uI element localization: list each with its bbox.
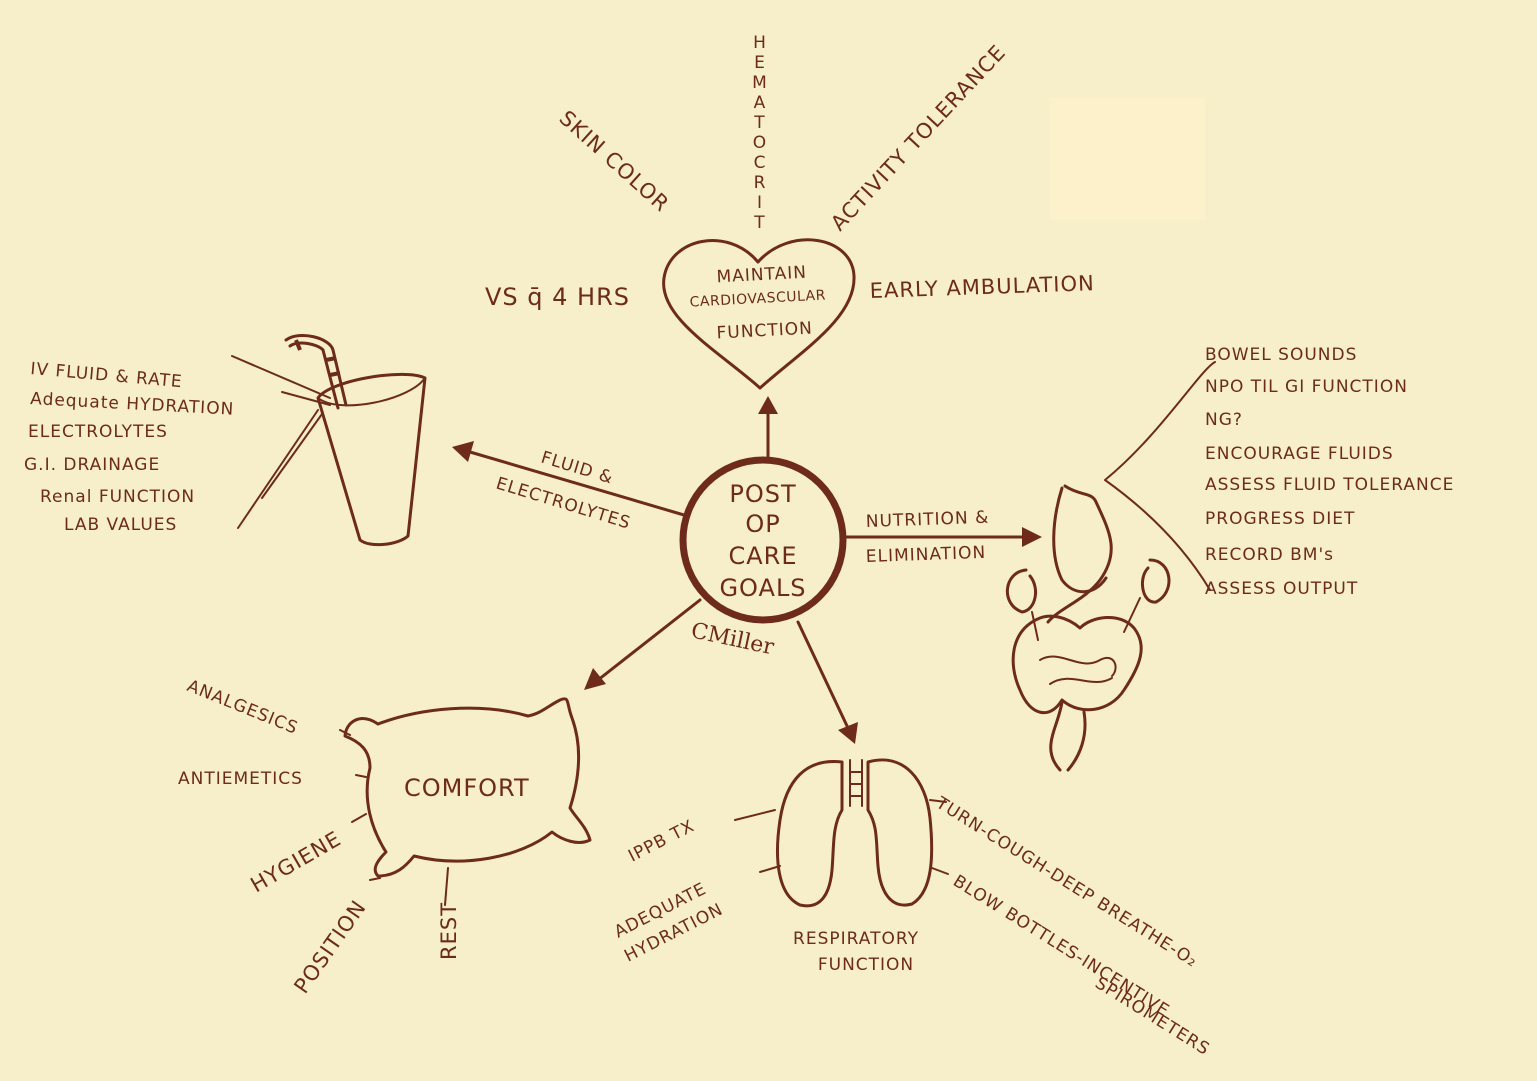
hematocrit-letter: M xyxy=(752,73,768,93)
fluid-branch: IV FLUID & RATE Adequate HYDRATION ELECT… xyxy=(24,335,425,544)
vital-signs-label: VS q̄ 4 HRS xyxy=(485,283,630,311)
nutrition-bracket xyxy=(1105,362,1215,590)
right-kidney-icon xyxy=(1142,560,1169,602)
center-line-2: OP xyxy=(745,510,780,538)
skin-color-label: SKIN COLOR xyxy=(555,106,674,217)
fluid-item: ELECTROLYTES xyxy=(28,422,168,442)
comfort-branch: COMFORT ANALGESICS ANTIEMETICS HYGIENE P… xyxy=(178,676,590,998)
fluid-connector-lines xyxy=(232,356,330,528)
nutrition-item: RECORD BM's xyxy=(1205,545,1334,565)
respiratory-title-2: FUNCTION xyxy=(818,955,914,975)
fluid-item: G.I. DRAINAGE xyxy=(24,455,160,475)
arrow-respiratory xyxy=(798,622,858,744)
trachea-icon xyxy=(850,760,862,806)
fluid-item: Renal FUNCTION xyxy=(40,487,195,507)
comfort-title: COMFORT xyxy=(404,774,530,802)
activity-tolerance-label: ACTIVITY TOLERANCE xyxy=(826,40,1010,235)
cup-icon xyxy=(286,335,425,544)
arrow-comfort xyxy=(584,600,700,690)
hematocrit-letter: R xyxy=(754,173,767,193)
paper-patch xyxy=(1050,98,1205,220)
fluid-item: Adequate HYDRATION xyxy=(30,389,235,420)
arrow-up xyxy=(758,396,778,460)
hematocrit-letter: C xyxy=(754,153,767,173)
nutrition-item: PROGRESS DIET xyxy=(1205,509,1355,529)
rest-label: REST xyxy=(437,902,461,960)
cardio-branch: MAINTAIN CARDIOVASCULAR FUNCTION H E M A… xyxy=(485,33,1095,388)
heart-line-2: CARDIOVASCULAR xyxy=(689,287,826,310)
hematocrit-letter: O xyxy=(753,133,767,153)
lungs-icon xyxy=(777,760,931,906)
spirometers-label: SPIROMETERS xyxy=(1091,973,1213,1060)
center-line-3: CARE xyxy=(728,542,797,570)
early-ambulation-label: EARLY AMBULATION xyxy=(869,271,1095,303)
nutrition-item: BOWEL SOUNDS xyxy=(1205,345,1357,365)
heart-line-1: MAINTAIN xyxy=(716,263,807,288)
antiemetics-label: ANTIEMETICS xyxy=(178,769,303,789)
gi-tract-icon xyxy=(1007,486,1169,770)
center-node: POST OP CARE GOALS CMiller xyxy=(683,460,843,660)
hematocrit-letter: A xyxy=(754,93,767,113)
fluid-item: LAB VALUES xyxy=(64,515,177,535)
center-line-4: GOALS xyxy=(719,574,806,602)
nutrition-arrow-label-2: ELIMINATION xyxy=(865,543,986,567)
nutrition-arrow-label-1: NUTRITION & xyxy=(865,508,989,532)
nutrition-item: ENCOURAGE FLUIDS xyxy=(1205,444,1394,464)
fluid-item: IV FLUID & RATE xyxy=(30,359,184,392)
hematocrit-letter: I xyxy=(757,193,763,213)
artist-signature: CMiller xyxy=(689,618,777,660)
hygiene-label: HYGIENE xyxy=(247,826,346,897)
nutrition-branch: BOWEL SOUNDS NPO TIL GI FUNCTION NG? ENC… xyxy=(1007,345,1454,770)
nutrition-item: ASSESS OUTPUT xyxy=(1205,579,1358,599)
hematocrit-letter: T xyxy=(753,113,765,133)
respiratory-branch: RESPIRATORY FUNCTION IPPB TX ADEQUATE HY… xyxy=(611,760,1213,1060)
center-line-1: POST xyxy=(729,480,796,508)
comfort-connector-lines xyxy=(340,730,448,905)
analgesics-label: ANALGESICS xyxy=(184,676,301,739)
nutrition-item: ASSESS FLUID TOLERANCE xyxy=(1205,475,1454,495)
fluid-arrow-label-2: ELECTROLYTES xyxy=(494,474,634,534)
position-label: POSITION xyxy=(289,896,371,998)
heart-line-3: FUNCTION xyxy=(716,319,813,344)
left-kidney-icon xyxy=(1007,570,1035,612)
heart-icon xyxy=(664,240,854,388)
respiratory-title-1: RESPIRATORY xyxy=(793,929,919,949)
hematocrit-letter: T xyxy=(753,213,765,233)
ippb-label: IPPB TX xyxy=(625,816,698,866)
nutrition-item: NG? xyxy=(1205,410,1243,430)
hematocrit-letter: E xyxy=(754,53,766,73)
nutrition-item: NPO TIL GI FUNCTION xyxy=(1205,377,1408,397)
hematocrit-letter: H xyxy=(753,33,767,53)
